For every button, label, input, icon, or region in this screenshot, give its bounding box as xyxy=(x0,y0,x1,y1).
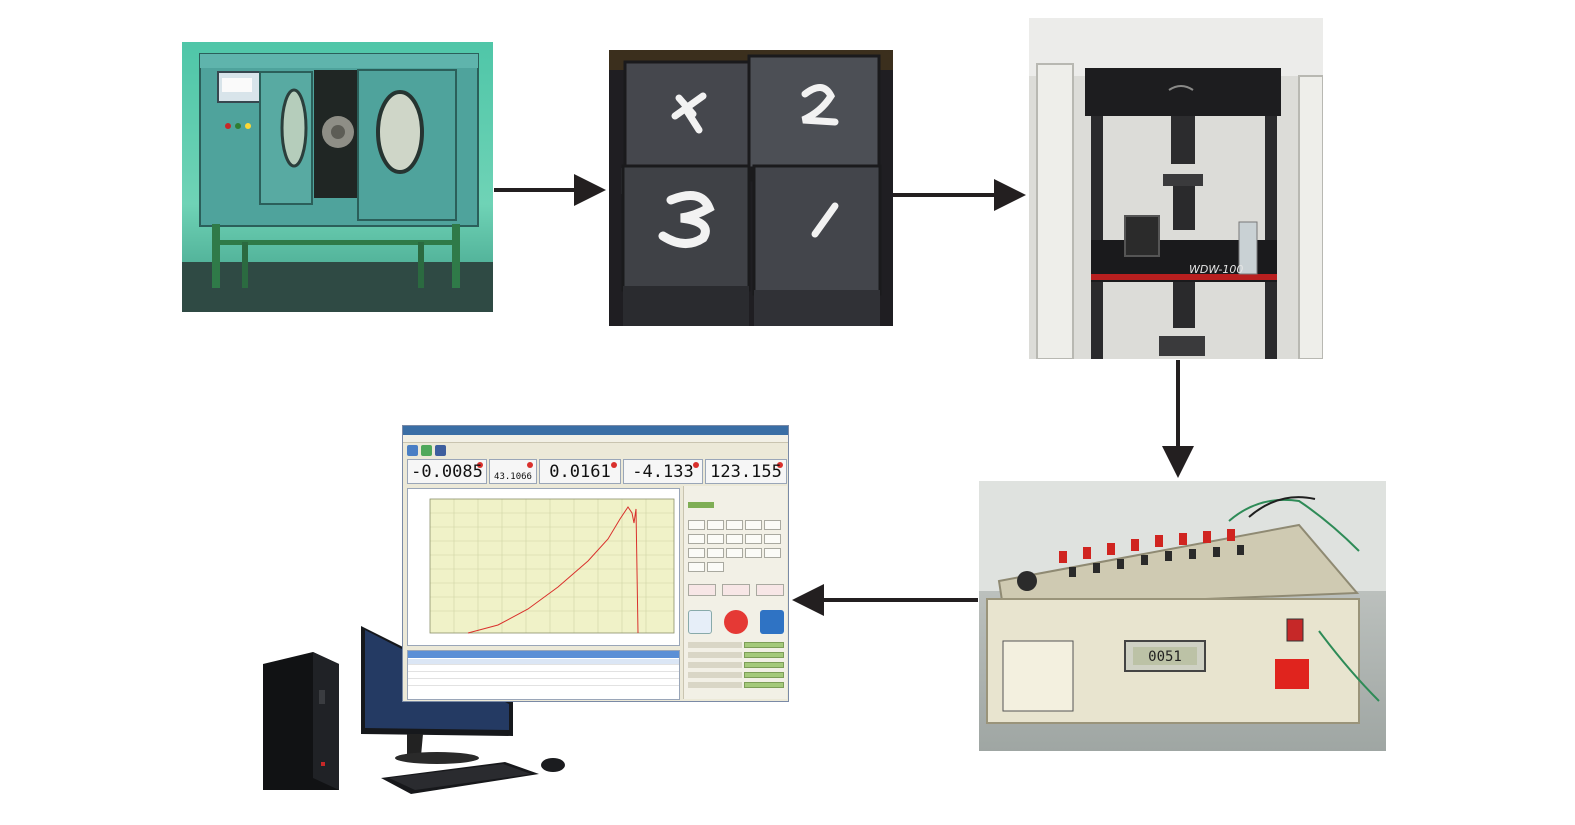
table-row[interactable] xyxy=(408,673,679,679)
readout-value: -0.0085 xyxy=(411,462,483,482)
rock-specimens-photo xyxy=(609,50,893,326)
software-title-bar xyxy=(403,426,788,435)
readout-5: 123.155 xyxy=(705,459,787,484)
start-icon[interactable] xyxy=(688,610,712,634)
readout-value: 123.155 xyxy=(710,462,782,482)
readout-value: -4.133 xyxy=(632,462,694,482)
panel-button[interactable] xyxy=(688,562,705,572)
stress-strain-curve xyxy=(467,506,639,634)
readout-reset-icon xyxy=(777,462,783,468)
close-icon[interactable] xyxy=(724,610,748,634)
panel-button[interactable] xyxy=(726,520,743,530)
panel-button[interactable] xyxy=(707,520,724,530)
mouse-icon xyxy=(540,756,566,774)
table-row[interactable] xyxy=(408,680,679,686)
readout-4: -4.133 xyxy=(623,459,703,484)
panel-button[interactable] xyxy=(707,534,724,544)
panel-button[interactable] xyxy=(726,534,743,544)
toolbar-globe-icon xyxy=(407,445,418,456)
panel-button[interactable] xyxy=(764,520,781,530)
toolbar-save-icon xyxy=(435,445,446,456)
stress-strain-chart xyxy=(407,488,680,646)
readout-2: 43.1066 xyxy=(489,459,537,484)
stop-button[interactable] xyxy=(722,584,750,596)
panel-button[interactable] xyxy=(745,548,762,558)
up-arrow-button[interactable] xyxy=(688,584,716,596)
readout-3: 0.0161 xyxy=(539,459,621,484)
readout-reset-icon xyxy=(477,462,483,468)
readout-reset-icon xyxy=(527,462,533,468)
panel-button[interactable] xyxy=(726,548,743,558)
machine-model-label: WDW-100 xyxy=(1189,263,1243,276)
panel-button[interactable] xyxy=(688,520,705,530)
meter-lcd-value: 0051 xyxy=(1148,649,1182,665)
keyboard-icon xyxy=(381,760,541,800)
table-row[interactable] xyxy=(408,666,679,672)
test-software-window: -0.0085 43.1066 0.0161 -4.133 123.155 xyxy=(402,425,789,702)
cutting-machine-photo xyxy=(182,42,493,312)
panel-button[interactable] xyxy=(764,534,781,544)
readout-reset-icon xyxy=(611,462,617,468)
readout-value: 43.1066 xyxy=(494,472,532,482)
software-menu-bar xyxy=(403,435,788,443)
table-row[interactable] xyxy=(408,659,679,665)
exit-icon[interactable] xyxy=(760,610,784,634)
panel-button[interactable] xyxy=(745,534,762,544)
panel-button[interactable] xyxy=(745,520,762,530)
panel-button[interactable] xyxy=(707,562,724,572)
control-panel xyxy=(683,486,787,699)
readout-1: -0.0085 xyxy=(407,459,487,484)
resistivity-meter-photo: 0051 xyxy=(979,481,1386,751)
panel-button[interactable] xyxy=(764,548,781,558)
toolbar-refresh-icon xyxy=(421,445,432,456)
readout-value: 0.0161 xyxy=(549,462,611,482)
down-arrow-button[interactable] xyxy=(756,584,784,596)
panel-button[interactable] xyxy=(707,548,724,558)
panel-button[interactable] xyxy=(688,534,705,544)
computer-tower-icon xyxy=(261,650,341,793)
results-table xyxy=(407,650,680,700)
testing-machine-photo: WDW-100 xyxy=(1029,18,1323,359)
readout-reset-icon xyxy=(693,462,699,468)
panel-button[interactable] xyxy=(688,548,705,558)
